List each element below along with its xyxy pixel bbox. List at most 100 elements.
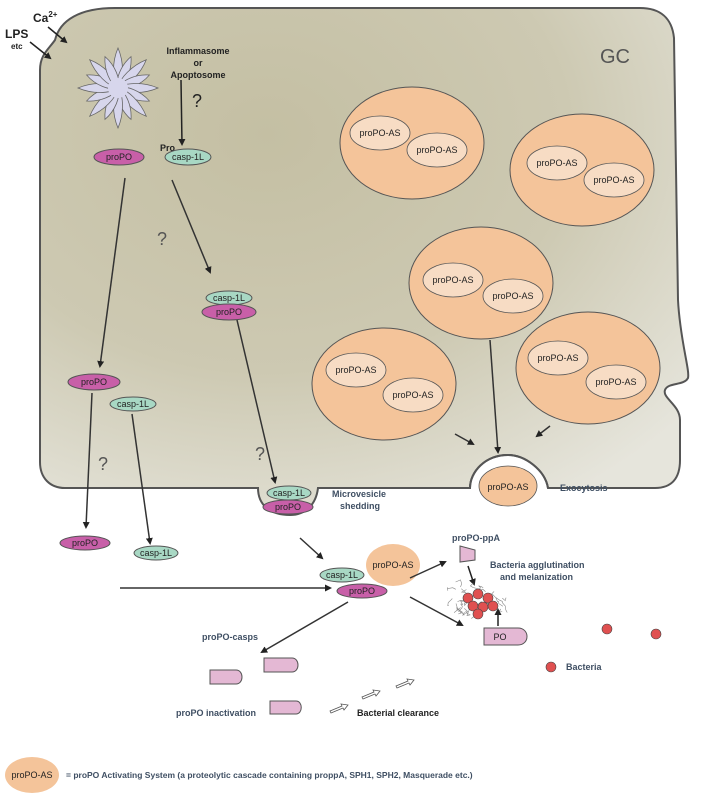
legend-symbol-label: proPO-AS bbox=[11, 770, 52, 780]
svg-text:proPO-AS: proPO-AS bbox=[335, 365, 376, 375]
melanin-strand bbox=[453, 603, 459, 613]
melanin-strand bbox=[457, 609, 463, 615]
legend-symbol bbox=[5, 757, 59, 793]
granule-vesicle: proPO-AS proPO-AS bbox=[408, 226, 554, 340]
svg-text:proPO-AS: proPO-AS bbox=[595, 377, 636, 387]
calcium-arrow bbox=[47, 26, 68, 44]
svg-text:proPO: proPO bbox=[81, 377, 107, 387]
svg-text:casp-1L: casp-1L bbox=[172, 152, 204, 162]
melanin-strand bbox=[495, 597, 504, 607]
melanin-strand bbox=[447, 598, 453, 606]
lps-label: LPS bbox=[5, 27, 28, 41]
svg-text:proPO-AS: proPO-AS bbox=[432, 275, 473, 285]
svg-text:proPO-AS: proPO-AS bbox=[372, 560, 413, 570]
svg-text:proPO: proPO bbox=[275, 502, 301, 512]
svg-text:casp-1L: casp-1L bbox=[326, 570, 358, 580]
bacterial-clearance-label: Bacterial clearance bbox=[357, 708, 439, 718]
free-casp-molecule: casp-1L bbox=[133, 545, 179, 561]
question-mark: ? bbox=[157, 229, 167, 249]
casp-molecule: casp-1L bbox=[109, 396, 157, 412]
to-casps-arrow bbox=[260, 601, 349, 654]
ppa-to-bacteria-arrow bbox=[467, 565, 476, 586]
propo-ppa-label: proPO-ppA bbox=[452, 533, 500, 543]
lps-arrow bbox=[29, 41, 52, 60]
casp-exit-arrow bbox=[131, 413, 153, 545]
cell-label: GC bbox=[600, 46, 630, 68]
inflammasome-icon bbox=[76, 46, 160, 130]
complex-label-line3: Apoptosome bbox=[171, 70, 226, 80]
svg-text:casp-1L: casp-1L bbox=[273, 488, 305, 498]
complex-to-casp-arrow bbox=[178, 79, 186, 146]
clearance-arrows bbox=[329, 678, 415, 714]
melanin-strand bbox=[502, 597, 507, 602]
bacterium bbox=[545, 661, 557, 673]
pro-label: Pro bbox=[160, 143, 176, 153]
melanin-strand bbox=[502, 601, 508, 613]
bacteria-label: Bacteria bbox=[566, 662, 603, 672]
shedding-to-activation-arrow bbox=[299, 537, 324, 560]
bacterium bbox=[650, 628, 662, 640]
propo-molecule: proPO bbox=[201, 303, 257, 321]
granule-vesicle: proPO-AS proPO-AS bbox=[311, 327, 457, 441]
melanin-strand bbox=[477, 585, 484, 592]
legend: proPO-AS = proPO Activating System (a pr… bbox=[5, 757, 473, 793]
granule-vesicle: proPO-AS proPO-AS bbox=[509, 113, 655, 227]
svg-text:proPO: proPO bbox=[106, 152, 132, 162]
etc-label: etc bbox=[11, 42, 23, 51]
svg-text:proPO-AS: proPO-AS bbox=[416, 145, 457, 155]
granule-vesicle: proPO-AS proPO-AS bbox=[339, 86, 485, 200]
svg-text:casp-1L: casp-1L bbox=[213, 293, 245, 303]
agglutination-label-line2: and melanization bbox=[500, 572, 573, 582]
exocytosis-pocket bbox=[469, 453, 549, 489]
question-mark: ? bbox=[192, 91, 202, 111]
melanin-strand bbox=[469, 582, 480, 590]
activation-casp-molecule: casp-1L bbox=[319, 567, 365, 583]
svg-text:proPO-AS: proPO-AS bbox=[492, 291, 533, 301]
melanin-strand bbox=[464, 608, 471, 617]
propo-inactivation-label: proPO inactivation bbox=[176, 708, 256, 718]
svg-text:proPO-AS: proPO-AS bbox=[487, 482, 528, 492]
bacterium bbox=[601, 623, 613, 635]
shed-casp-molecule: casp-1L bbox=[266, 485, 312, 501]
svg-text:PO: PO bbox=[493, 632, 506, 642]
svg-text:proPO-AS: proPO-AS bbox=[392, 390, 433, 400]
propo-ppa-shape bbox=[459, 545, 476, 563]
vesicle-to-exocytosis-arrow bbox=[535, 425, 551, 438]
svg-text:proPO: proPO bbox=[216, 307, 242, 317]
question-mark: ? bbox=[98, 454, 108, 474]
granule-vesicle: proPO-AS proPO-AS bbox=[515, 311, 661, 425]
propo-molecule: proPO bbox=[67, 373, 121, 391]
svg-text:proPO: proPO bbox=[349, 586, 375, 596]
vesicle-to-exocytosis-arrow bbox=[489, 339, 502, 454]
casp-fragment bbox=[209, 669, 243, 685]
vesicle-to-exocytosis-arrow bbox=[454, 433, 475, 445]
svg-text:proPO-AS: proPO-AS bbox=[359, 128, 400, 138]
complex-label-line2: or bbox=[194, 58, 203, 68]
svg-text:casp-1L: casp-1L bbox=[117, 399, 149, 409]
to-po-arrow bbox=[409, 596, 464, 626]
casp-molecule: casp-1L bbox=[164, 148, 212, 166]
question-mark: ? bbox=[255, 444, 265, 464]
melanin-strand bbox=[458, 603, 464, 613]
exocytosis-vesicle: proPO-AS bbox=[478, 465, 538, 507]
casp-fragment bbox=[269, 700, 302, 715]
melanin-strand bbox=[460, 588, 467, 593]
complex-label-line1: Inflammasome bbox=[166, 46, 229, 56]
to-ppa-arrow bbox=[409, 560, 447, 579]
casp-molecule: casp-1L bbox=[205, 290, 253, 306]
melanin-strand bbox=[462, 611, 468, 616]
svg-text:proPO: proPO bbox=[72, 538, 98, 548]
melanin-strand bbox=[447, 587, 456, 591]
exocytosis-label: Exocytosis bbox=[560, 483, 608, 493]
calcium-label: Ca2+ bbox=[33, 10, 58, 25]
activation-propo-as: proPO-AS bbox=[366, 544, 420, 586]
melanin-strand bbox=[491, 591, 503, 602]
casp-down-arrow bbox=[171, 179, 212, 274]
propo-molecule: proPO bbox=[93, 148, 145, 166]
complex-to-shedding-arrow bbox=[236, 319, 278, 484]
po-enzyme: PO bbox=[483, 627, 528, 646]
svg-text:proPO-AS: proPO-AS bbox=[593, 175, 634, 185]
svg-text:casp-1L: casp-1L bbox=[140, 548, 172, 558]
